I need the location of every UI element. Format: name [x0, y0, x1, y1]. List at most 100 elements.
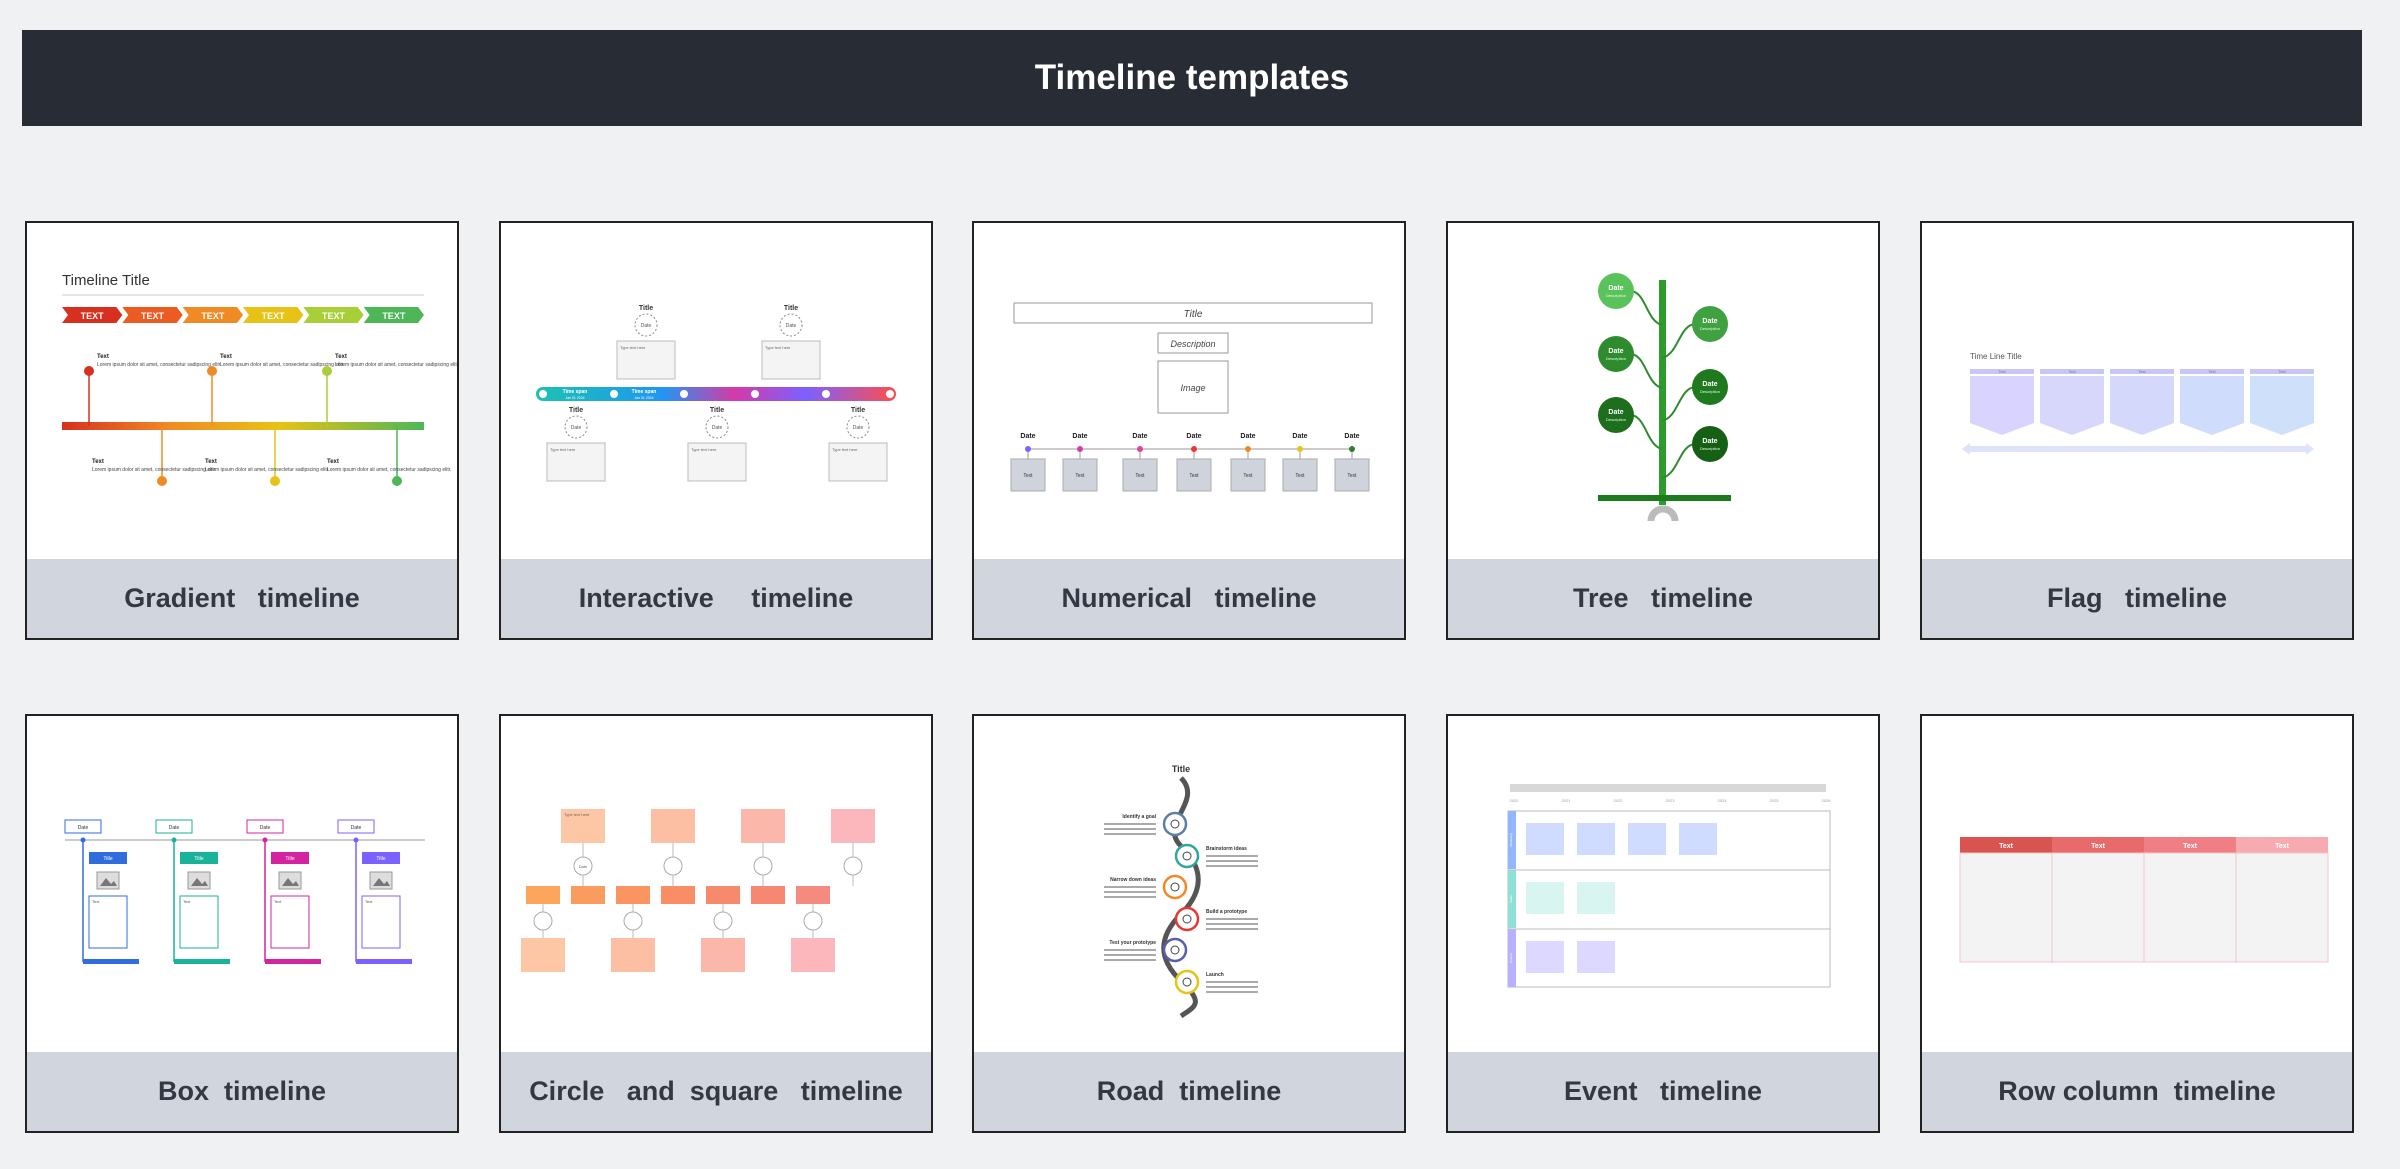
box-title-text: Title [285, 856, 294, 862]
numerical-dot [1077, 446, 1083, 452]
gradient-item-body: Lorem ipsum dolor sit amet, consectetur … [97, 362, 222, 368]
cs-row-box [706, 886, 740, 904]
gradient-pin-dot [392, 476, 402, 486]
tree-branch [1661, 323, 1697, 359]
numerical-dot [1297, 446, 1303, 452]
rc-column [1959, 852, 2053, 963]
rc-header-text: Text [1999, 843, 2014, 850]
gradient-arrow-text: TEXT [382, 311, 406, 321]
template-label: Numerical timeline [974, 559, 1404, 638]
flag-header-text: Text [2278, 369, 2286, 374]
interactive-circle [564, 415, 588, 439]
cs-top-box [831, 809, 875, 843]
tree-node-desc: Description [1606, 356, 1626, 361]
interactive-circle-text: Date [712, 425, 723, 431]
box-text-area [179, 895, 219, 949]
tree-branch [1661, 386, 1697, 422]
road-step-title: Brainstorm ideas [1206, 846, 1247, 852]
gradient-item-heading: Text [97, 354, 109, 360]
cs-bottom-circle [623, 911, 643, 931]
box-base-bar [356, 959, 412, 964]
road-step-icon [1170, 819, 1180, 829]
event-card [1526, 882, 1564, 914]
numerical-card [1062, 458, 1098, 492]
box-text-area-text: Text [92, 899, 100, 904]
gradient-item-heading: Text [92, 459, 104, 465]
road-step-title: Launch [1206, 972, 1224, 978]
template-label: Interactive timeline [501, 559, 931, 638]
interactive-bar-node [610, 390, 618, 398]
numerical-date: Date [1132, 433, 1147, 440]
template-label: Gradient timeline [27, 559, 457, 638]
numerical-card [1282, 458, 1318, 492]
road-step-line [1104, 949, 1156, 951]
interactive-box-text: Type text here [550, 447, 576, 452]
road-step-line [1206, 923, 1258, 925]
event-card [1577, 941, 1615, 973]
event-card [1628, 823, 1666, 855]
tree-node [1598, 336, 1634, 372]
numerical-card-text: Text [1295, 473, 1305, 479]
cs-bottom-circle [713, 911, 733, 931]
cs-box-text: Type text here [564, 812, 590, 817]
tree-branch [1629, 290, 1663, 326]
interactive-circle-text: Date [571, 425, 582, 431]
tree-node-date: Date [1702, 318, 1717, 325]
gradient-arrow-text: TEXT [81, 311, 105, 321]
event-row-tag [1508, 811, 1516, 869]
box-date-text: Date [351, 825, 362, 831]
box-title-bar [271, 852, 309, 864]
template-label: Tree timeline [1448, 559, 1878, 638]
cs-bottom-box [521, 938, 565, 972]
road-step-line [1206, 855, 1258, 857]
flag-header [1970, 369, 2034, 374]
numerical-date: Date [1240, 433, 1255, 440]
box-date [155, 819, 193, 834]
interactive-circle-text: Date [786, 323, 797, 329]
box-text-area [270, 895, 310, 949]
box-text-area [88, 895, 128, 949]
interactive-circle [634, 313, 658, 337]
template-label: Event timeline [1448, 1052, 1878, 1131]
cs-top-circle [843, 856, 863, 876]
road-step-line [1206, 865, 1258, 867]
cs-top-box [651, 809, 695, 843]
box-title-text: Title [103, 856, 112, 862]
cs-row-box [796, 886, 830, 904]
interactive-bar-text: Time span [632, 389, 657, 395]
interactive-title: Title [851, 407, 865, 414]
interactive-box-text: Type text here [620, 345, 646, 350]
interactive-box [616, 340, 676, 380]
cs-row-box [661, 886, 695, 904]
interactive-circle [846, 415, 870, 439]
rc-column [2143, 852, 2237, 963]
numerical-card [1230, 458, 1266, 492]
box-title-bar [89, 852, 127, 864]
numerical-date: Date [1020, 433, 1035, 440]
cs-row-box [751, 886, 785, 904]
interactive-box-text: Type text here [765, 345, 791, 350]
flag-header-text: Text [2068, 369, 2076, 374]
numerical-dot [1191, 446, 1197, 452]
cs-row-box [526, 886, 560, 904]
tree-node-date: Date [1608, 348, 1623, 355]
flag-body [2180, 376, 2244, 435]
tree-node [1692, 369, 1728, 405]
template-label: Flag timeline [1922, 559, 2352, 638]
box-base-bar [174, 959, 230, 964]
box-title-text: Title [376, 856, 385, 862]
template-card-flag-timeline[interactable]: Time Line Title TextTextTextTextTextText… [1920, 221, 2354, 640]
numerical-card [1176, 458, 1212, 492]
numerical-preview-title: Title [1184, 309, 1203, 320]
